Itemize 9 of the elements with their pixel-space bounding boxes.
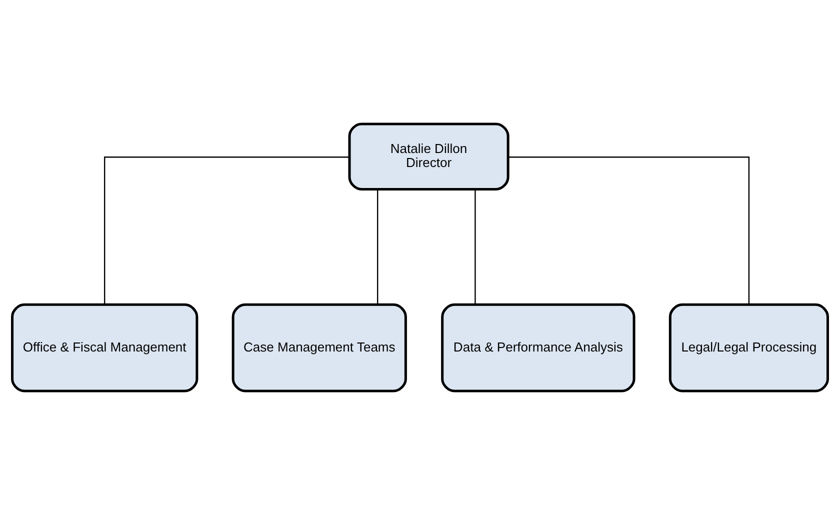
node-box: Natalie Dillon Director [348, 122, 510, 190]
connector [474, 189, 476, 304]
connector [377, 189, 378, 304]
connector [508, 156, 750, 304]
node-box: Legal/Legal Processing [668, 302, 829, 392]
connector [104, 156, 350, 304]
node-box: Data & Performance Analysis [441, 302, 636, 392]
node-box: Office & Fiscal Management [11, 302, 198, 392]
node-box: Case Management Teams [232, 302, 407, 392]
